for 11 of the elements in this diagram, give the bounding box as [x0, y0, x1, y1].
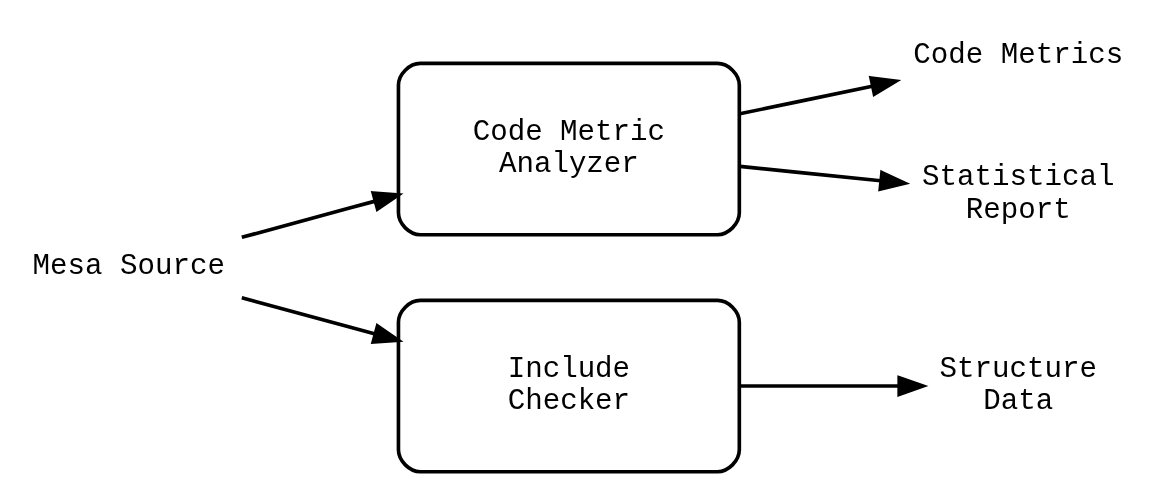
- node-text: Code Metrics: [913, 39, 1124, 73]
- node-text: Mesa Source: [32, 250, 225, 284]
- arrow: [241, 296, 404, 344]
- arrow: [739, 164, 911, 192]
- arrow: [739, 375, 929, 397]
- arrow: [739, 75, 902, 116]
- node-text: Structure Data: [939, 352, 1097, 419]
- node-box: Code Metric Analyzer: [396, 61, 742, 237]
- node-box: Include Checker: [396, 298, 742, 474]
- node-text: Statistical Report: [921, 161, 1115, 227]
- arrow: [241, 191, 404, 240]
